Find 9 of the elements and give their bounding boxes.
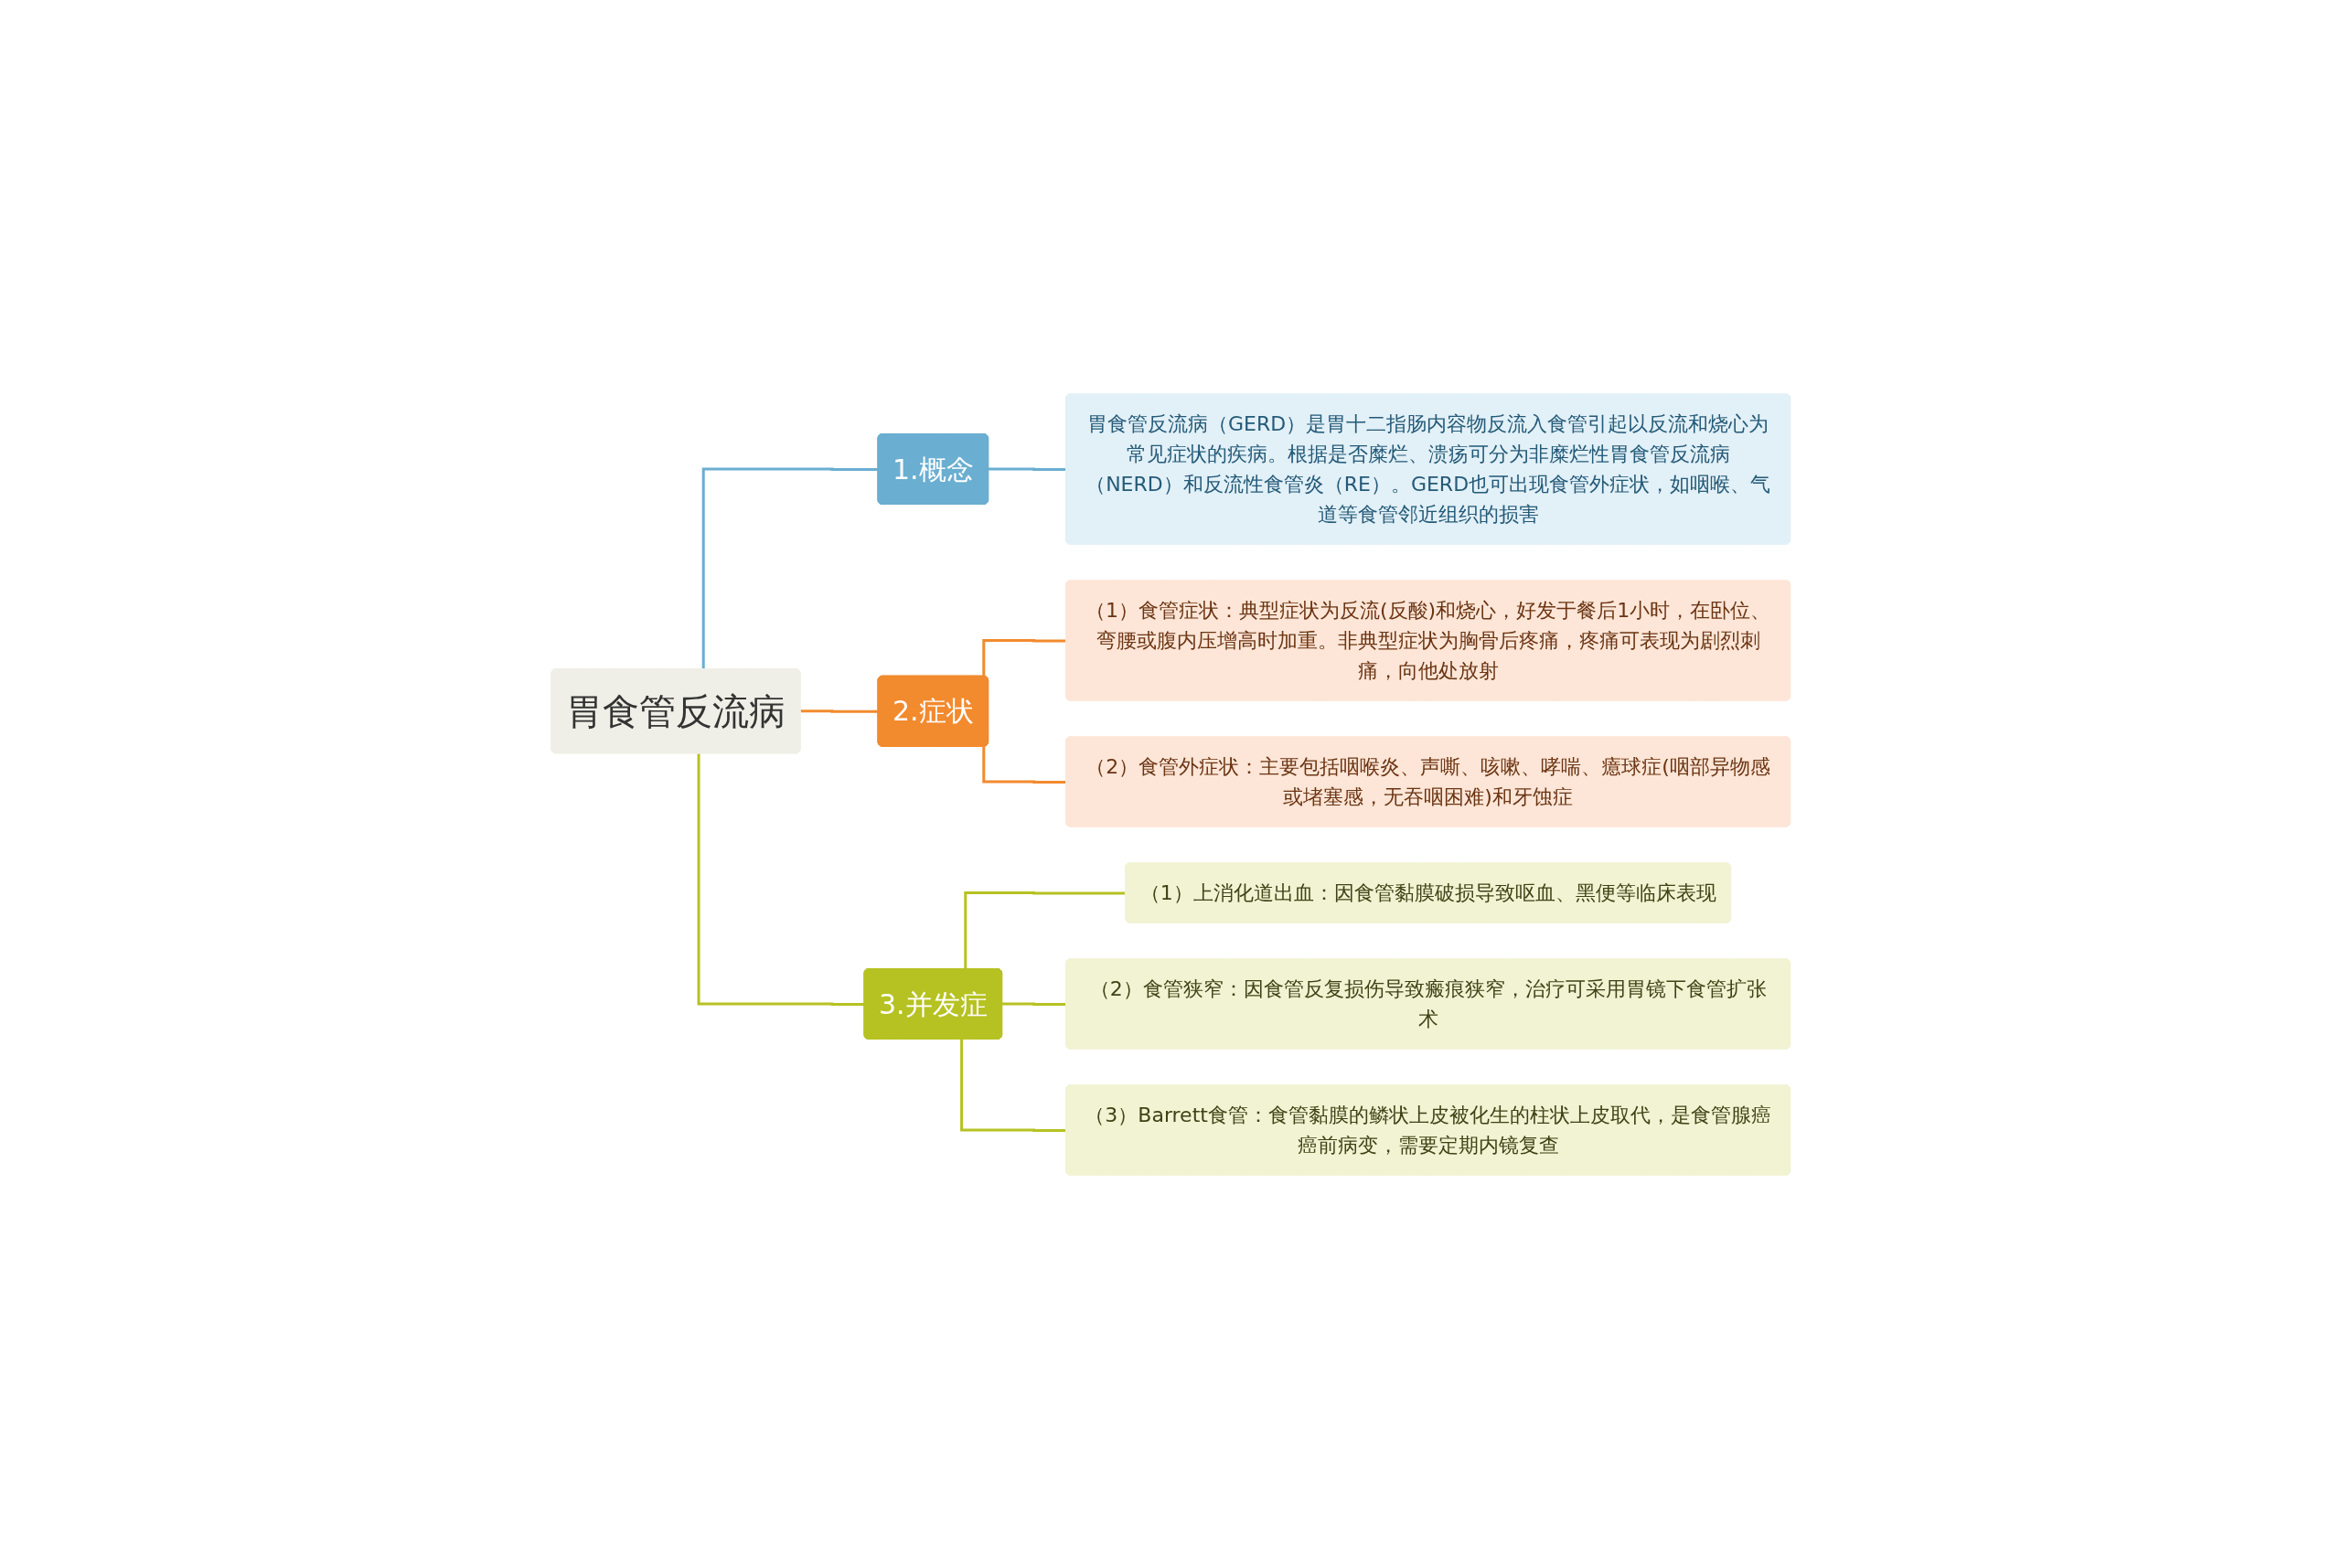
connector	[982, 746, 1066, 784]
connector	[959, 1039, 1066, 1132]
connector	[798, 709, 879, 713]
connector	[987, 467, 1066, 471]
connector	[701, 467, 879, 669]
connector	[963, 891, 1126, 969]
connector	[697, 752, 865, 1006]
connector	[982, 638, 1066, 677]
connector	[1000, 1002, 1066, 1006]
